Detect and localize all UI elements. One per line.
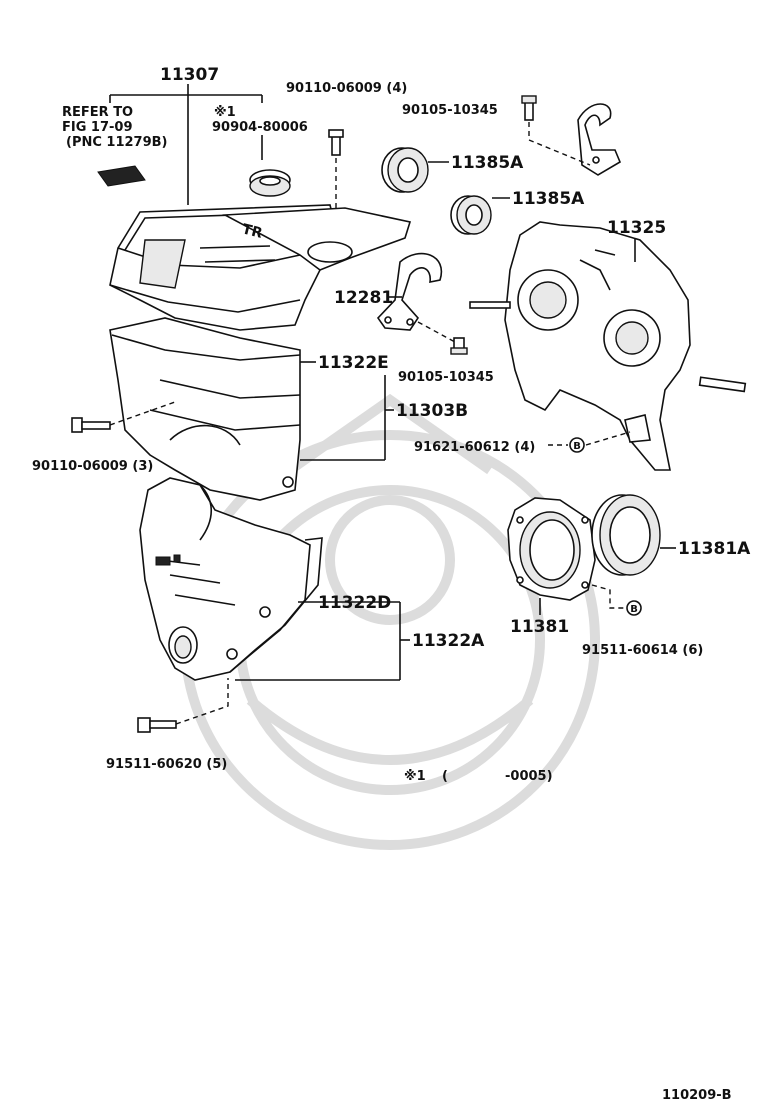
label-11381: 11381 (510, 617, 569, 637)
bracket-top-right (521, 95, 622, 176)
seal-90904 (249, 169, 291, 197)
note-open-paren: ( (442, 769, 448, 784)
label-11385a-2: 11385A (512, 189, 585, 209)
label-refer-line3: (PNC 11279B) (66, 135, 168, 150)
oil-seal-11381a (591, 494, 661, 576)
oil-seal-11385a-1 (381, 147, 429, 193)
part-labels: 11307 REFER TO FIG 17-09 (PNC 11279B) ※1… (32, 65, 751, 1103)
timing-cover-11322a (139, 477, 323, 681)
label-11325: 11325 (607, 218, 666, 238)
refer-gasket-icon (97, 165, 146, 187)
bolt-90105-mid (450, 337, 468, 355)
seal-retainer-11381 (507, 497, 596, 601)
b-marker-91621: B (569, 431, 631, 453)
note-range: -0005) (505, 769, 553, 784)
head-cover-11307: TR (109, 204, 412, 331)
watermark-emblem (180, 393, 600, 850)
oil-seal-11385a-2 (450, 195, 492, 235)
logo-text-mark: TR (240, 221, 264, 241)
b-marker-label: B (573, 441, 581, 452)
label-91621: 91621-60612 (4) (414, 440, 535, 455)
label-11381a: 11381A (678, 539, 751, 559)
label-91511-614: 91511-60614 (6) (582, 643, 703, 658)
figure-id: 110209-B (662, 1088, 732, 1103)
label-11385a-1: 11385A (451, 153, 524, 173)
timing-plate-11325 (469, 221, 747, 471)
label-91511-620: 91511-60620 (5) (106, 757, 227, 772)
label-11322e: 11322E (318, 353, 389, 373)
bolt-90110-left (71, 401, 176, 433)
label-11303b: 11303B (396, 401, 468, 421)
label-90105-top: 90105-10345 (402, 103, 498, 118)
label-11322a: 11322A (412, 631, 485, 651)
bolt-91511-620 (137, 678, 229, 733)
label-11322d: 11322D (318, 593, 391, 613)
b-marker-91511-614: B (591, 584, 642, 616)
label-90105-mid: 90105-10345 (398, 370, 494, 385)
label-12281: 12281 (334, 288, 393, 308)
label-90904: 90904-80006 (212, 120, 308, 135)
label-11307: 11307 (160, 65, 219, 85)
note-mark: ※1 (404, 769, 426, 784)
leader-lines (109, 84, 676, 681)
cover-11303b (109, 317, 301, 501)
b-marker-label-2: B (630, 604, 638, 615)
label-refer-line1: REFER TO (62, 105, 133, 120)
bracket-12281 (376, 252, 456, 343)
label-mark1: ※1 (214, 105, 236, 120)
label-refer-line2: FIG 17-09 (62, 120, 133, 135)
label-90110-top: 90110-06009 (4) (286, 81, 407, 96)
label-90110-left: 90110-06009 (3) (32, 459, 153, 474)
bolt-90110-top (328, 129, 344, 210)
